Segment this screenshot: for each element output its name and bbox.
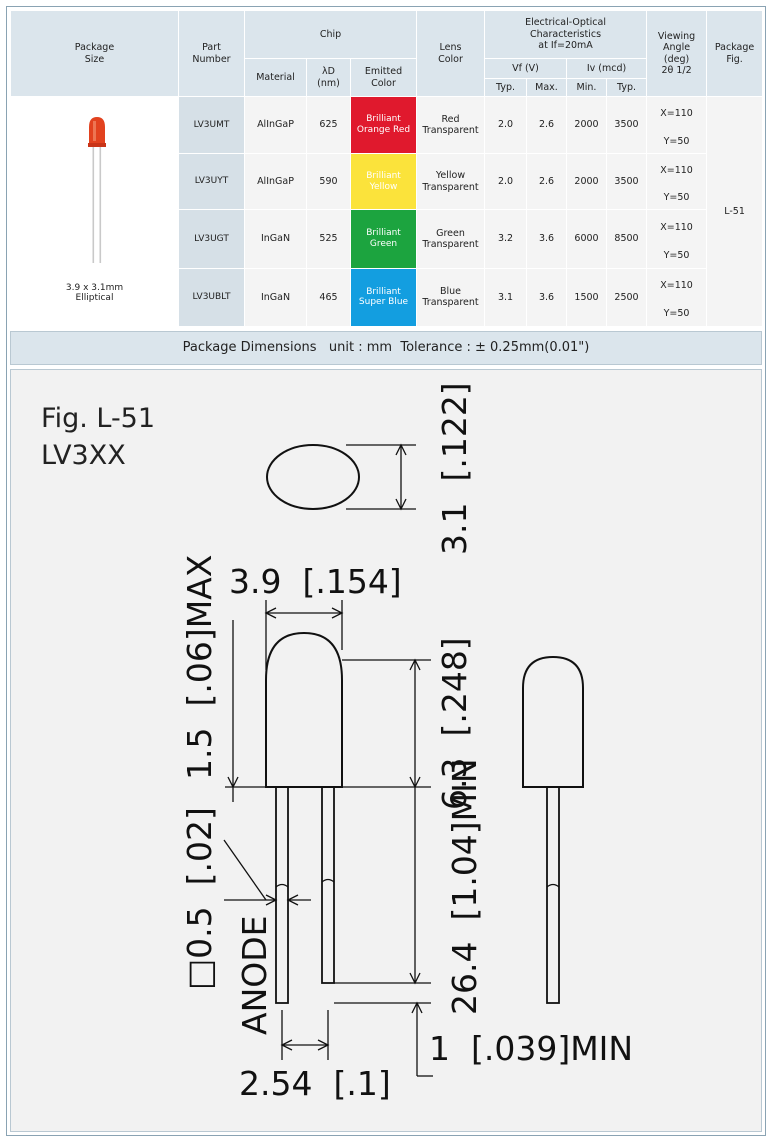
header-wavelength: λD (nm) [306,58,351,97]
wavelength: 590 [306,153,351,211]
table-row: LV3UYT AlInGaP 590 Brilliant Yellow Yell… [11,153,763,211]
figure-title: Fig. L-51 LV3XX [41,400,155,474]
header-lens-color: Lens Color [416,10,485,97]
material: InGaN [244,267,307,328]
iv-min: 1500 [566,267,607,328]
emitted-color-swatch: Brilliant Green [350,209,417,269]
dim-flange-label: 1.5 [.06]MAX [180,555,219,780]
vf-typ: 3.2 [484,209,527,269]
part-number: LV3UGT [178,209,245,269]
header-chip: Chip [244,10,417,59]
dim-depth-label: 3.1 [.122] [435,382,474,555]
header-part-number: Part Number [178,10,245,97]
iv-typ: 2500 [605,267,648,328]
wavelength: 465 [306,267,351,328]
vf-max: 2.6 [526,95,567,155]
lens-color: Green Transparent [416,209,485,269]
package-size-label: 3.9 x 3.1mm [65,283,124,293]
dim-width-label: 3.9 [.154] [229,562,402,601]
emitted-color-swatch: Brilliant Orange Red [350,95,417,155]
iv-min: 2000 [566,153,607,211]
part-number: LV3UMT [178,95,245,155]
header-iv-min: Min. [566,78,607,97]
dimensions-bar: Package Dimensions unit : mm Tolerance :… [10,331,762,365]
iv-typ: 8500 [605,209,648,269]
vf-typ: 2.0 [484,95,527,155]
vf-max: 2.6 [526,153,567,211]
dim-lead-length-label: 26.4 [1.04]MIN [445,758,484,1015]
dim-height-label: 6.3 [.248] [435,637,474,810]
figure-label: Fig. L-51 [41,403,156,434]
dim-lead-square-label: □0.5 [.02] [180,807,219,990]
lens-color: Yellow Transparent [416,153,485,211]
dimension-drawing: Fig. L-51 LV3XX [10,369,762,1132]
dim-pitch-label: 2.54 [.1] [239,1064,391,1103]
vf-typ: 3.1 [484,267,527,328]
anode-label: ANODE [235,916,274,1036]
part-number: LV3UBLT [178,267,245,328]
lens-color: Red Transparent [416,95,485,155]
emitted-color-swatch: Brilliant Yellow [350,153,417,211]
spec-table: Package Size Part Number Chip Lens Color… [10,10,764,328]
header-vf-typ: Typ. [484,78,527,97]
led-outline-drawing: 3.9 [.154] 3.1 [.122] 6.3 [.248] 1.5 [.0… [180,382,633,1103]
header-iv-typ: Typ. [605,78,648,97]
emitted-color-swatch: Brilliant Super Blue [350,267,417,328]
header-electro-optical: Electrical-Optical Characteristics at If… [483,10,648,59]
table-row: 3.9 x 3.1mm Elliptical LV3UMT AlInGaP 62… [10,95,764,327]
led-photo-icon [88,117,106,263]
iv-typ: 3500 [605,153,648,211]
header-iv: Iv (mcd) [565,58,648,79]
part-number: LV3UYT [178,153,245,211]
vf-max: 3.6 [526,209,567,269]
figure-model: LV3XX [41,440,126,471]
header-viewing-angle: Viewing Angle (deg) 2θ 1/2 [646,10,708,97]
material: AlInGaP [244,95,307,155]
iv-typ: 3500 [605,95,648,155]
package-cell: 3.9 x 3.1mm Elliptical [10,96,179,327]
table-row: LV3UGT InGaN 525 Brilliant Green Green T… [11,209,763,269]
lens-color: Blue Transparent [416,267,485,328]
wavelength: 525 [306,209,351,269]
material: AlInGaP [244,153,307,211]
wavelength: 625 [306,95,351,155]
header-material: Material [244,58,307,97]
vf-typ: 2.0 [484,153,527,211]
table-row: LV3UBLT InGaN 465 Brilliant Super Blue B… [11,267,763,328]
header-vf: Vf (V) [484,58,567,79]
vf-max: 3.6 [526,267,567,328]
header-package-size: Package Size [10,10,179,97]
iv-min: 2000 [566,95,607,155]
package-shape-label: Elliptical [75,293,114,304]
dim-standoff-label: 1 [.039]MIN [429,1029,633,1068]
package-fig: L-51 [706,96,764,327]
header-vf-max: Max. [526,78,567,97]
material: InGaN [244,209,307,269]
header-package-fig: Package Fig. [706,10,764,97]
header-emitted-color: Emitted Color [350,58,417,97]
iv-min: 6000 [566,209,607,269]
